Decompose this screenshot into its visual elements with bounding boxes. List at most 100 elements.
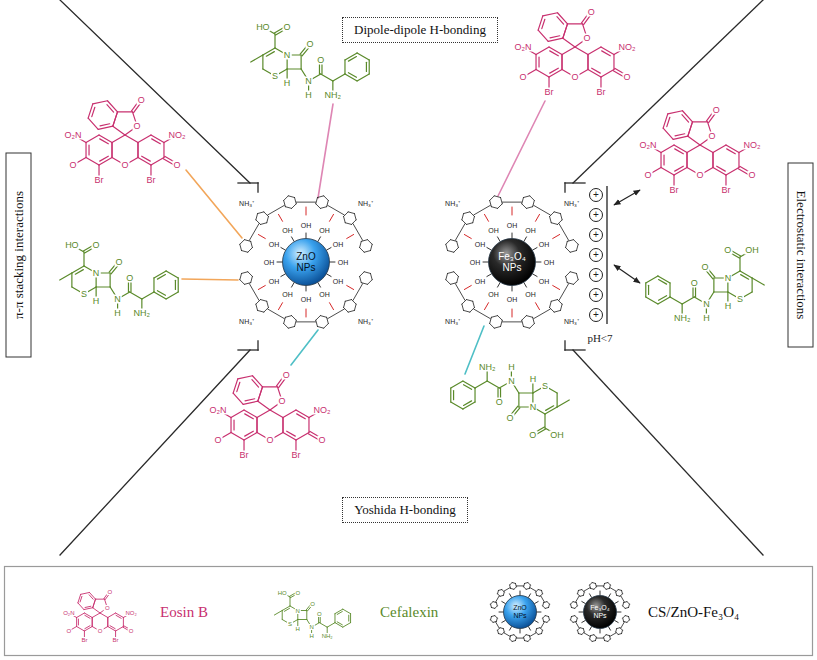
chitosan-ring xyxy=(526,207,532,209)
bond-line xyxy=(687,145,700,153)
chitosan-ring xyxy=(264,212,269,217)
chitosan-ring xyxy=(258,212,264,214)
bond-line xyxy=(369,60,370,74)
atom-label: O xyxy=(644,171,653,180)
chitosan-ring xyxy=(523,326,529,328)
label-anchor: NH₂ xyxy=(324,90,343,99)
chitosan-ring xyxy=(500,595,503,597)
chitosan-link xyxy=(559,224,569,241)
chitosan-ring xyxy=(501,198,503,204)
label-anchor: Br xyxy=(290,451,301,460)
hydroxyl-bond xyxy=(306,233,307,238)
bond-line xyxy=(474,388,475,402)
atom-label: H xyxy=(295,626,301,632)
atom-label: O xyxy=(570,73,579,82)
chitosan-link xyxy=(502,202,521,203)
chitosan-ring xyxy=(370,244,372,250)
bond-line xyxy=(752,278,753,292)
label-anchor: Br xyxy=(669,186,680,195)
chitosan-ring xyxy=(242,272,248,274)
label-anchor: OH xyxy=(549,431,565,440)
bond-line xyxy=(92,618,93,627)
bracket-line xyxy=(257,183,258,192)
hydroxyl-bond xyxy=(600,629,601,633)
interaction-title: Dipole-dipole H-bonding xyxy=(354,22,486,38)
bond-line xyxy=(274,611,282,616)
atom-label: O xyxy=(622,73,631,82)
chitosan-ring xyxy=(464,310,470,312)
label-anchor: OH xyxy=(318,291,331,298)
chitosan-ring xyxy=(551,223,557,225)
bond-line xyxy=(545,407,557,414)
label-anchor: OH xyxy=(281,226,294,233)
chitosan-ring xyxy=(560,214,562,220)
double-bond-line xyxy=(542,19,545,28)
chitosan-ring xyxy=(256,304,258,310)
bond-line xyxy=(76,618,77,627)
bond-line xyxy=(463,402,475,409)
atom-label: O xyxy=(505,413,514,422)
chitosan-ring xyxy=(548,604,550,607)
chitosan-ring xyxy=(514,587,516,589)
legend-entry: CS/ZnO-Fe₃O₄ xyxy=(648,603,739,621)
double-bond-line xyxy=(245,399,255,401)
chitosan-ring xyxy=(523,196,529,198)
bond-line xyxy=(561,55,562,70)
bond-line xyxy=(233,393,243,404)
label-anchor: O xyxy=(283,23,292,32)
chitosan-ring xyxy=(621,590,623,593)
label-anchor: H xyxy=(113,308,122,317)
double-bond-line xyxy=(233,420,234,430)
chitosan-ring xyxy=(512,640,515,642)
bond-line xyxy=(686,153,687,168)
chitosan-link xyxy=(530,633,536,636)
label-anchor: O xyxy=(69,161,78,170)
chitosan-ring xyxy=(490,196,495,201)
hydroxyl-bond xyxy=(327,248,331,251)
atom-label: NH₂ xyxy=(673,313,692,322)
hydroxyl-bond xyxy=(277,262,282,263)
double-bond-line xyxy=(602,51,611,56)
hydroxyl-label: OH xyxy=(543,259,556,266)
chitosan-ring xyxy=(500,627,503,629)
bond-line xyxy=(306,611,307,620)
chitosan-ring xyxy=(605,640,608,642)
chitosan-ring xyxy=(545,615,548,617)
bond-line xyxy=(296,410,309,418)
double-bond-line xyxy=(100,139,109,144)
hydrogen-bond-line xyxy=(512,207,513,215)
double-bond-line xyxy=(157,291,165,296)
double-bond-line xyxy=(245,431,254,436)
label-anchor: OH xyxy=(474,240,487,247)
label-anchor: N xyxy=(92,269,101,278)
double-bond-line xyxy=(675,149,684,154)
bond-line xyxy=(100,613,108,618)
bond-line xyxy=(544,414,545,428)
hydroxyl-bond xyxy=(537,612,541,613)
atom-label: Br xyxy=(290,451,301,460)
hydroxyl-bond xyxy=(306,286,307,291)
hydroxyl-bond xyxy=(590,594,592,597)
chitosan-ring xyxy=(320,207,326,209)
label-anchor: NH₂ xyxy=(321,633,334,639)
chitosan-link xyxy=(541,622,544,628)
atom-label: O xyxy=(495,398,504,407)
atom-label: N xyxy=(283,51,292,60)
atom-label: NO₂ xyxy=(617,43,636,52)
bond-line xyxy=(345,53,357,60)
chitosan-ring xyxy=(256,214,258,220)
legend-label: CS/ZnO-Fe₃O₄ xyxy=(648,604,739,620)
atom-label: S xyxy=(736,295,744,304)
label-anchor: NH₃⁺ xyxy=(238,318,255,325)
hydroxyl-label: OH xyxy=(332,240,345,247)
chitosan-ring xyxy=(576,273,578,279)
label-anchor: NH₃⁺ xyxy=(357,318,374,325)
chitosan-link xyxy=(502,321,521,322)
bond-line xyxy=(244,410,257,418)
bond-line xyxy=(86,135,99,143)
chitosan-ring xyxy=(566,272,571,277)
bond-line xyxy=(108,627,116,632)
chitosan-link xyxy=(610,588,616,591)
label-anchor: OH xyxy=(538,240,551,247)
